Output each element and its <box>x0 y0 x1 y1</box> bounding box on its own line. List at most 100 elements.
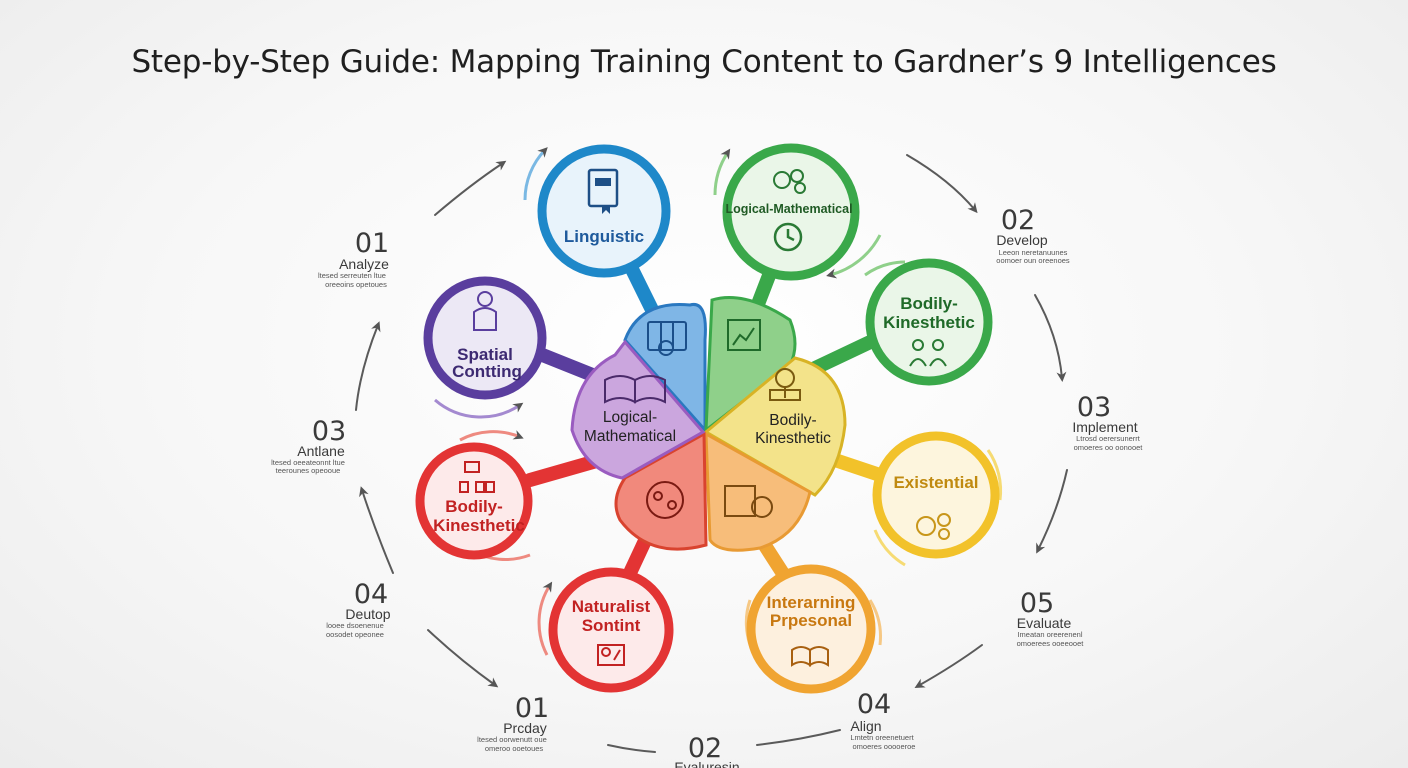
network-icon <box>459 461 495 493</box>
svg-text:looee dsoenenue: looee dsoenenue <box>326 621 384 630</box>
page-title: Step-by-Step Guide: Mapping Training Con… <box>131 44 1277 80</box>
map-icon <box>647 321 687 356</box>
svg-text:Antlane: Antlane <box>297 443 345 459</box>
node-label-line2: Kinesthetic <box>883 313 975 332</box>
cycle-arrow <box>427 629 499 688</box>
node-label-line1: Spatial <box>457 345 513 364</box>
step-02-develop: 02 Develop Leeon neretanuunes oomoer oun… <box>996 205 1070 265</box>
svg-text:teerounes opeooue: teerounes opeooue <box>276 466 341 475</box>
node-label-line1: Bodily- <box>445 497 503 516</box>
puzzle-icon <box>646 481 684 519</box>
node-label-line2: Prpesonal <box>770 611 852 630</box>
clock-icon <box>773 222 803 252</box>
step-02-evaluresin: 02 Evaluresin <box>674 733 739 768</box>
cycle-arrow <box>906 154 978 214</box>
step-04-align: 04 Align Lmtetn oreenetuert omoeres oooo… <box>850 689 915 751</box>
svg-text:ltesed oeeateonnt ltue: ltesed oeeateonnt ltue <box>271 458 345 467</box>
svg-text:Prcday: Prcday <box>503 720 547 736</box>
svg-text:03: 03 <box>1077 392 1111 423</box>
nature-icon <box>597 644 625 666</box>
svg-text:Align: Align <box>850 718 881 734</box>
people-icon <box>909 339 947 367</box>
petal-logical-line2: Mathematical <box>584 428 676 445</box>
cycle-arrow <box>914 644 983 688</box>
central-brain: Logical- Mathematical Bodily- Kinestheti… <box>570 296 847 552</box>
brain-lobe-red <box>614 431 708 551</box>
step-04-deutop: 04 Deutop looee dsoenenue oosodet opeone… <box>326 579 391 639</box>
node-label: Linguistic <box>564 227 644 246</box>
cycle-arrow <box>359 486 394 574</box>
svg-text:Develop: Develop <box>996 232 1048 248</box>
cycle-arrow <box>1036 469 1068 554</box>
svg-text:03: 03 <box>312 416 346 447</box>
svg-text:Evaluate: Evaluate <box>1017 615 1072 631</box>
chart-book-icon <box>727 319 761 351</box>
step-01-analyze: 01 Analyze ltesed serreuten ltue oreeoin… <box>318 228 389 289</box>
node-label-line1: Interarning <box>767 593 856 612</box>
svg-text:oosodet opeonee: oosodet opeonee <box>326 630 384 639</box>
node-label-line2: Contting <box>452 362 522 381</box>
person-icon <box>473 291 497 331</box>
brain-lobe-orange <box>704 431 812 552</box>
node-naturalist: Naturalist Sontint <box>537 567 674 693</box>
node-interpersonal: Interarning Prpesonal <box>744 564 882 694</box>
node-spatial: Spatial Contting <box>423 276 547 419</box>
cycle-arrow <box>756 729 841 746</box>
svg-text:Ltrosd oerersunerrt: Ltrosd oerersunerrt <box>1076 434 1141 443</box>
open-book-icon <box>604 375 666 404</box>
svg-text:Lmtetn oreenetuert: Lmtetn oreenetuert <box>850 733 914 742</box>
svg-text:omoerees ooeeooet: omoerees ooeeooet <box>1017 639 1085 648</box>
node-label: Logical-Mathematical <box>725 202 852 216</box>
svg-text:Deutop: Deutop <box>345 606 390 622</box>
svg-text:04: 04 <box>354 579 388 610</box>
step-03-antlane: 03 Antlane ltesed oeeateonnt ltue teerou… <box>271 416 346 475</box>
node-bodily-kinesthetic-red: Bodily- Kinesthetic <box>415 430 533 561</box>
svg-text:01: 01 <box>355 228 389 259</box>
book-icon <box>587 168 619 214</box>
step-03-implement: 03 Implement Ltrosd oerersunerrt omoeres… <box>1072 392 1143 452</box>
cycle-arrow <box>1034 294 1067 382</box>
petal-bodily-line2: Kinesthetic <box>755 430 831 447</box>
svg-text:01: 01 <box>515 693 549 724</box>
svg-text:Implement: Implement <box>1072 419 1137 435</box>
cycle-arrow <box>607 744 656 753</box>
node-label-line1: Naturalist <box>572 597 651 616</box>
svg-text:Imeatan oreerenenl: Imeatan oreerenenl <box>1017 630 1082 639</box>
svg-text:oreeoins opetoues: oreeoins opetoues <box>325 280 387 289</box>
petal-logical-line1: Logical- <box>603 409 657 426</box>
node-existential: Existential <box>872 431 1003 567</box>
node-label: Existential <box>893 473 978 492</box>
svg-text:05: 05 <box>1020 588 1054 619</box>
node-bodily-kinesthetic-green: Bodily- Kinesthetic <box>864 258 993 386</box>
tree-icon <box>769 368 801 401</box>
cycle-arrow <box>355 321 381 411</box>
node-logical-mathematical: Logical-Mathematical <box>713 143 882 281</box>
brain-lobe-violet <box>570 339 706 480</box>
cycle-arrow <box>434 160 507 216</box>
petal-bodily-line1: Bodily- <box>769 412 816 429</box>
svg-text:Evaluresin: Evaluresin <box>674 759 739 768</box>
brain-lobe-lime <box>703 356 847 497</box>
svg-text:oomoer oun oreenoes: oomoer oun oreenoes <box>996 256 1070 265</box>
gears-icon <box>773 169 806 194</box>
svg-text:Leeon neretanuunes: Leeon neretanuunes <box>999 248 1068 257</box>
svg-text:02: 02 <box>688 733 722 764</box>
node-label-line2: Kinesthetic <box>433 516 525 535</box>
svg-text:Analyze: Analyze <box>339 256 389 272</box>
svg-text:02: 02 <box>1001 205 1035 236</box>
node-linguistic: Linguistic <box>523 144 671 278</box>
svg-text:omeroo ooetoues: omeroo ooetoues <box>485 744 544 753</box>
svg-text:omoeres ooooeroe: omoeres ooooeroe <box>853 742 916 751</box>
node-label-line1: Bodily- <box>900 294 958 313</box>
svg-text:omoeres oo oonooet: omoeres oo oonooet <box>1074 443 1144 452</box>
svg-text:ltesed serreuten ltue: ltesed serreuten ltue <box>318 271 386 280</box>
node-label-line2: Sontint <box>582 616 641 635</box>
outer-cycle-arrows <box>355 154 1068 753</box>
svg-text:ltesed oorwenutt oue: ltesed oorwenutt oue <box>477 735 547 744</box>
step-01-prcday: 01 Prcday ltesed oorwenutt oue omeroo oo… <box>477 693 549 753</box>
gears-icon <box>916 513 951 540</box>
open-book-icon <box>791 646 829 667</box>
svg-text:04: 04 <box>857 689 891 720</box>
step-05-evaluate: 05 Evaluate Imeatan oreerenenl omoerees … <box>1017 588 1085 648</box>
